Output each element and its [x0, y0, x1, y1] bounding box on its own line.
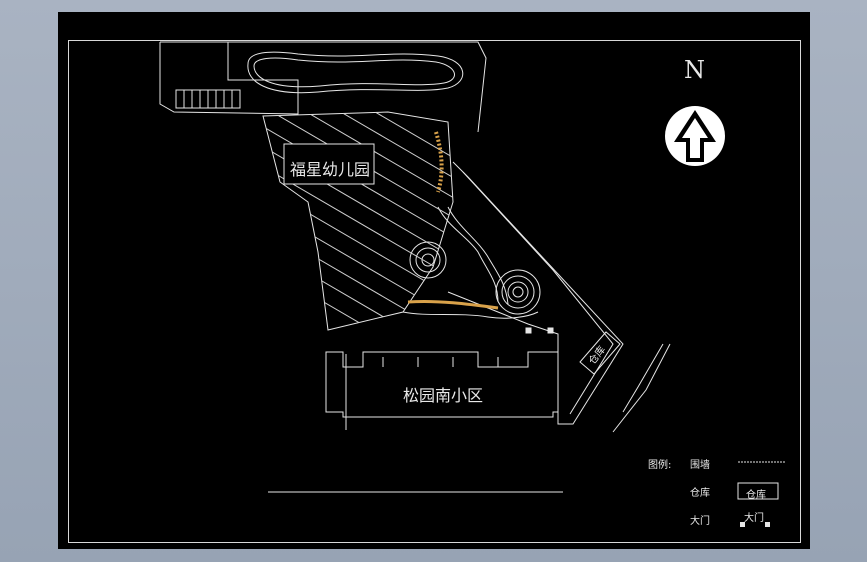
kindergarten-label: 福星幼儿园	[290, 160, 371, 179]
running-track	[247, 51, 464, 94]
parking-stalls	[175, 89, 241, 109]
legend-warehouse-symbol	[737, 482, 779, 500]
kindergarten-building	[283, 143, 375, 185]
fountain-circle	[409, 241, 447, 279]
community-label: 松园南小区	[403, 386, 484, 405]
drawing-frame	[68, 40, 801, 543]
community-block	[325, 351, 559, 418]
warehouse-plan-box	[579, 331, 621, 375]
legend-gate-left	[740, 522, 745, 527]
north-arrow-symbol	[665, 106, 725, 166]
orange-path-south	[407, 299, 499, 310]
legend-gate-right	[765, 522, 770, 527]
orange-path-north	[434, 131, 444, 193]
top-boundary	[160, 41, 487, 133]
plot-hatching	[263, 112, 453, 330]
north-label: N	[684, 56, 705, 84]
roundabout	[495, 269, 541, 315]
top-building-outline	[159, 42, 299, 115]
legend-gate-name: 大门	[690, 516, 710, 527]
legend-warehouse-name: 仓库	[690, 488, 710, 499]
drawing-sheet: 福星幼儿园 松园南小区 仓库 N 图例: 围墙 仓库 仓库 大门 大门	[58, 12, 810, 549]
legend-gate-symbol-text: 大门	[744, 513, 764, 524]
legend-title: 图例:	[648, 460, 672, 471]
legend-wall-name: 围墙	[690, 460, 710, 471]
site-plan-drawing	[159, 41, 786, 527]
legend-warehouse-symbol-text: 仓库	[746, 490, 766, 501]
